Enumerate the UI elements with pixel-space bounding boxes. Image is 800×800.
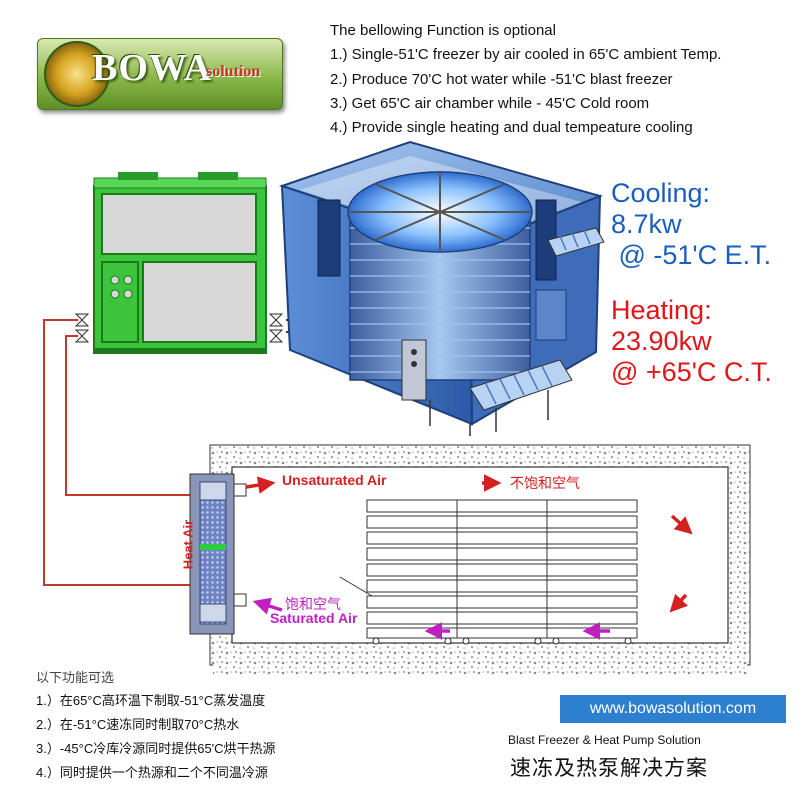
cn-heading: 以下功能可选 — [36, 670, 115, 685]
heating-label: Heating: — [611, 295, 712, 325]
heat-exchanger-coil — [189, 473, 247, 635]
option-4: 4.) Provide single heating and dual temp… — [330, 119, 693, 136]
logo-tagline: solution — [206, 63, 261, 80]
saturated-air-cn-label: 饱和空气 — [285, 596, 341, 612]
airflow-arrows — [245, 474, 693, 640]
cooling-value: 8.7kw — [611, 209, 682, 239]
heat-air-label: Heat Air — [180, 519, 196, 570]
unsaturated-air-label: Unsaturated Air — [282, 472, 387, 488]
heat-pump-unit — [93, 172, 267, 354]
cn-item-2: 2.）在-51°C速冻同时制取70°C热水 — [36, 717, 240, 732]
heating-condition: @ +65'C C.T. — [611, 357, 772, 387]
saturated-air-label: Saturated Air — [270, 610, 358, 626]
valve-icon — [74, 313, 284, 343]
drying-racks — [339, 499, 638, 645]
cn-item-3: 3.）-45°C冷库冷源同时提供65'C烘干热源 — [36, 741, 276, 756]
cooling-label: Cooling: — [611, 178, 711, 208]
logo-brand: BOWA — [92, 47, 213, 89]
cn-item-4: 4.）同时提供一个热源和二个不同温冷源 — [36, 765, 268, 780]
cooling-condition: @ -51'C E.T. — [611, 240, 772, 270]
spiral-freezer-illustration — [278, 140, 605, 436]
option-2: 2.) Produce 70'C hot water while -51'C b… — [330, 71, 673, 88]
heating-value: 23.90kw — [611, 326, 712, 356]
option-3: 3.) Get 65'C air chamber while - 45'C Co… — [330, 95, 650, 112]
options-heading: The bellowing Function is optional — [330, 22, 556, 39]
subtitle-english: Blast Freezer & Heat Pump Solution — [508, 733, 701, 747]
unsaturated-air-cn-label: 不饱和空气 — [510, 475, 580, 491]
subtitle-chinese: 速冻及热泵解决方案 — [510, 757, 708, 780]
cn-item-1: 1.）在65°C高环温下制取-51°C蒸发温度 — [36, 693, 266, 708]
website-link[interactable]: www.bowasolution.com — [560, 695, 786, 723]
option-1: 1.) Single-51'C freezer by air cooled in… — [330, 46, 722, 63]
logo-emblem-icon — [44, 41, 110, 107]
